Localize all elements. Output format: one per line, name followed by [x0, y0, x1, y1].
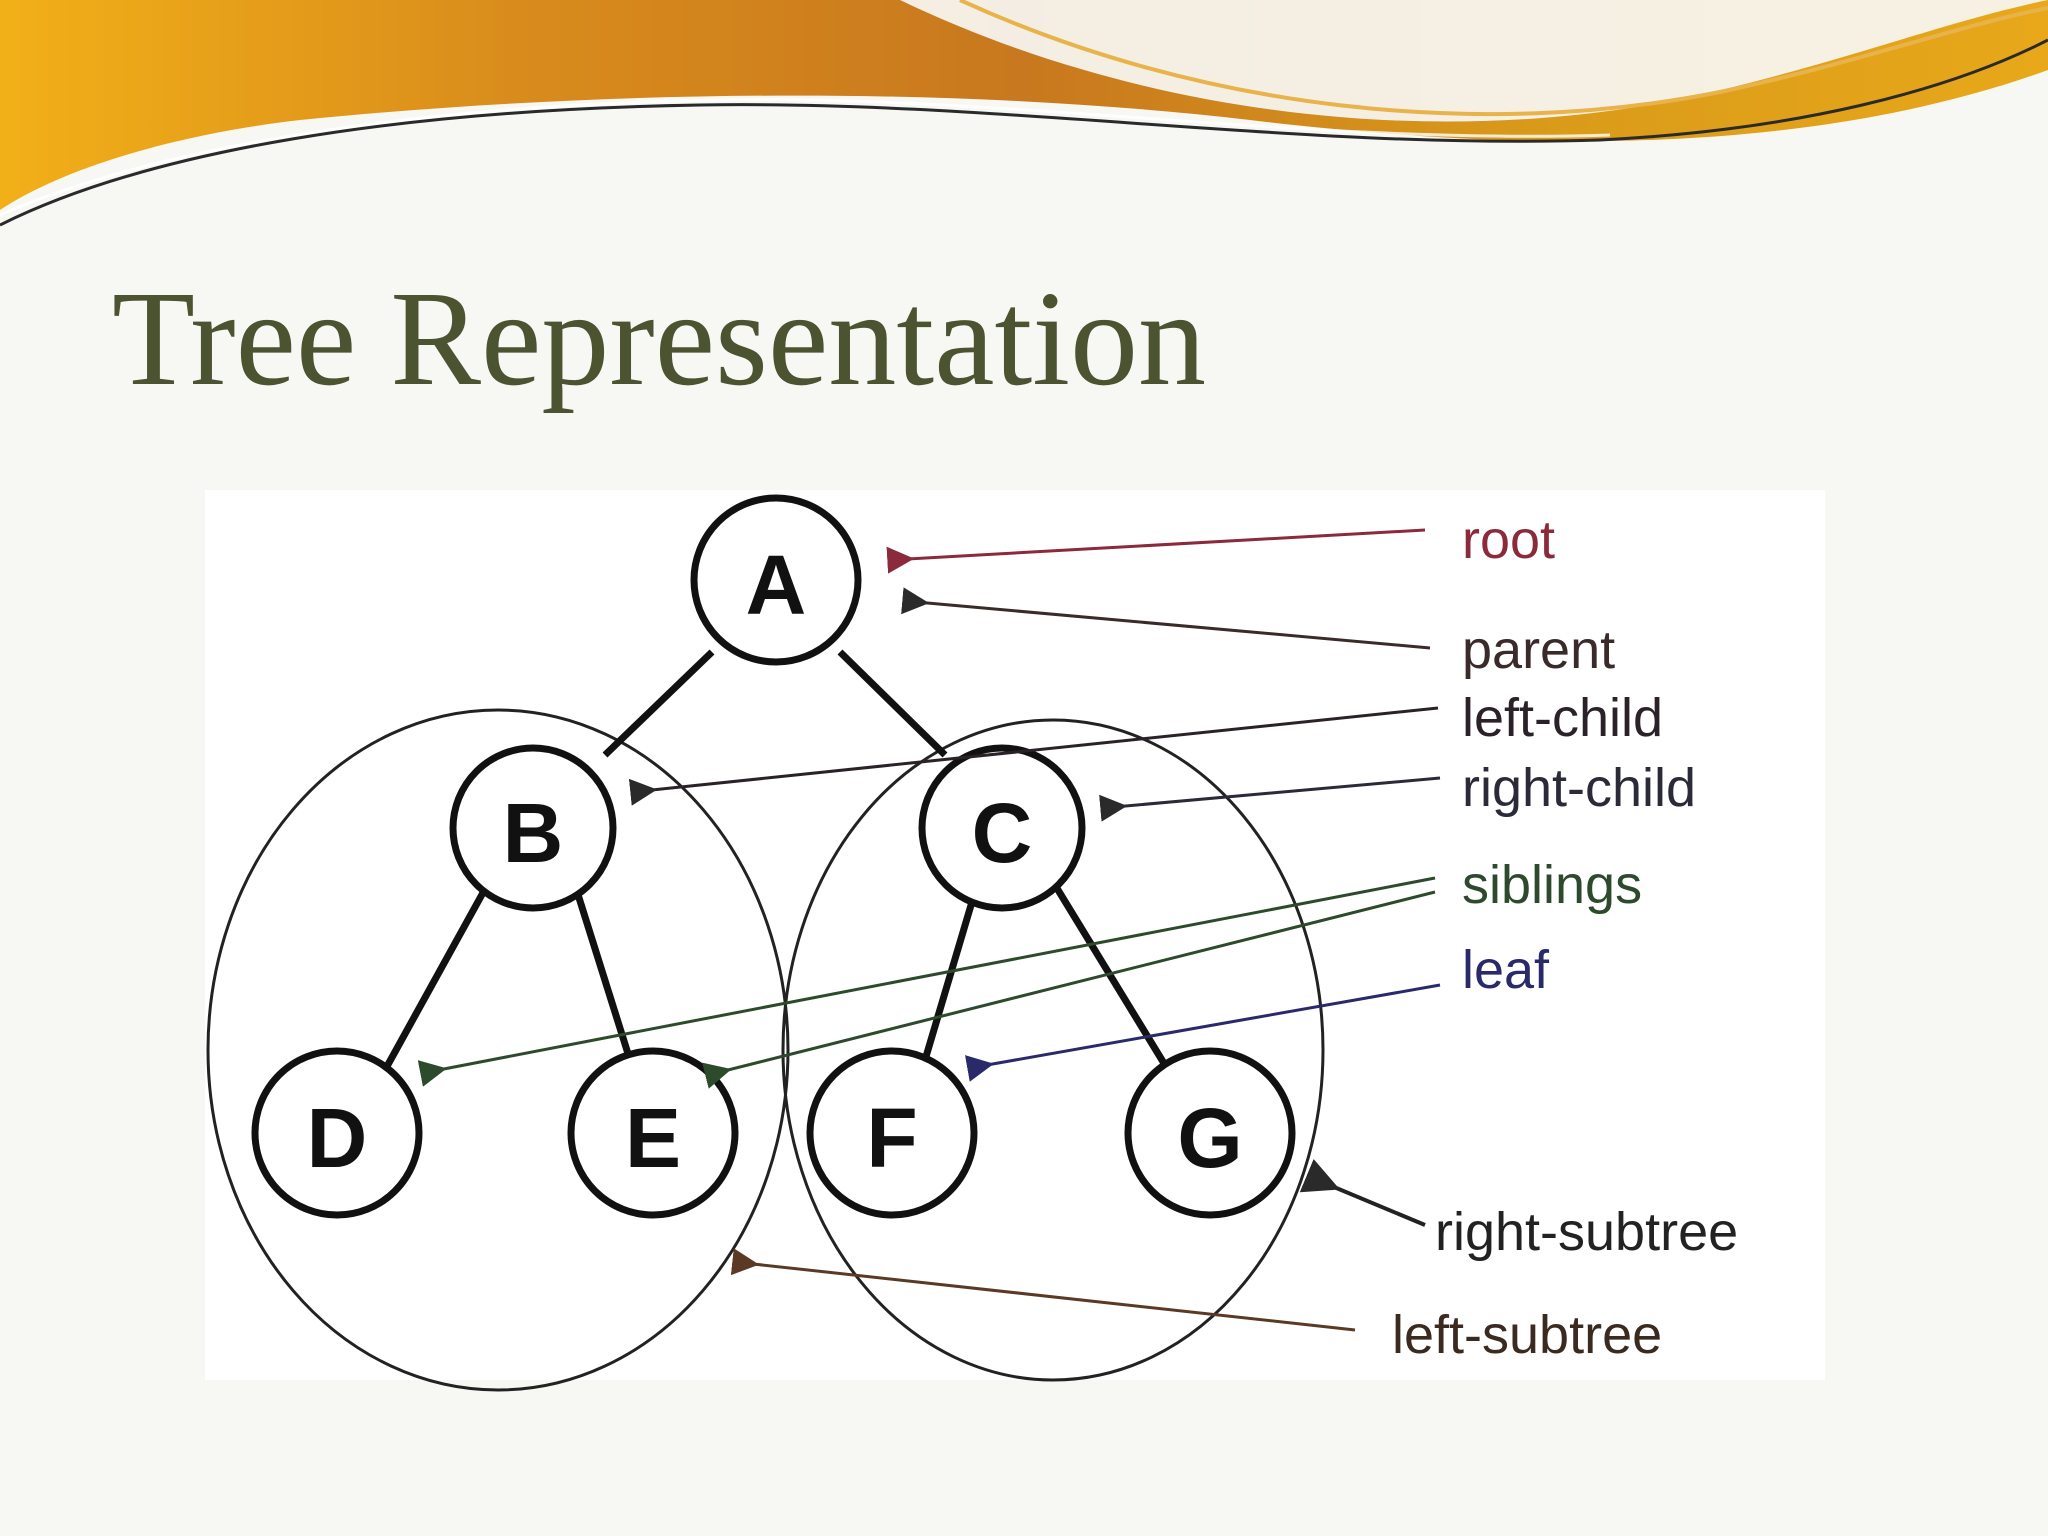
arrow-right-subtree — [1310, 1177, 1425, 1225]
arrow-root — [890, 530, 1425, 560]
term-parent: parent — [1462, 620, 1615, 680]
arrow-parent — [905, 601, 1430, 648]
arrow-left-subtree — [735, 1262, 1355, 1330]
edge-a-c — [840, 652, 945, 755]
tree-node-f: F — [810, 1051, 974, 1215]
edge-a-b — [605, 652, 712, 755]
term-leaf: leaf — [1462, 940, 1550, 1000]
term-right-subtree: right-subtree — [1435, 1202, 1738, 1262]
tree-node-a: A — [694, 498, 858, 662]
node-label-e: E — [625, 1091, 681, 1185]
tree-node-g: G — [1128, 1051, 1292, 1215]
node-label-f: F — [866, 1091, 917, 1185]
term-left-child: left-child — [1462, 688, 1663, 748]
node-label-a: A — [746, 538, 807, 632]
arrow-right-child — [1103, 778, 1440, 808]
tree-node-c: C — [922, 748, 1082, 908]
term-siblings: siblings — [1462, 855, 1642, 915]
term-root: root — [1462, 510, 1555, 570]
arrow-siblings-e — [708, 892, 1435, 1075]
node-label-c: C — [972, 786, 1033, 880]
term-right-child: right-child — [1462, 758, 1696, 818]
node-label-d: D — [307, 1091, 368, 1185]
term-left-subtree: left-subtree — [1392, 1305, 1662, 1365]
tree-node-b: B — [453, 748, 613, 908]
edge-b-d — [385, 880, 490, 1070]
node-label-g: G — [1177, 1091, 1242, 1185]
node-label-b: B — [503, 786, 564, 880]
tree-node-d: D — [255, 1051, 419, 1215]
